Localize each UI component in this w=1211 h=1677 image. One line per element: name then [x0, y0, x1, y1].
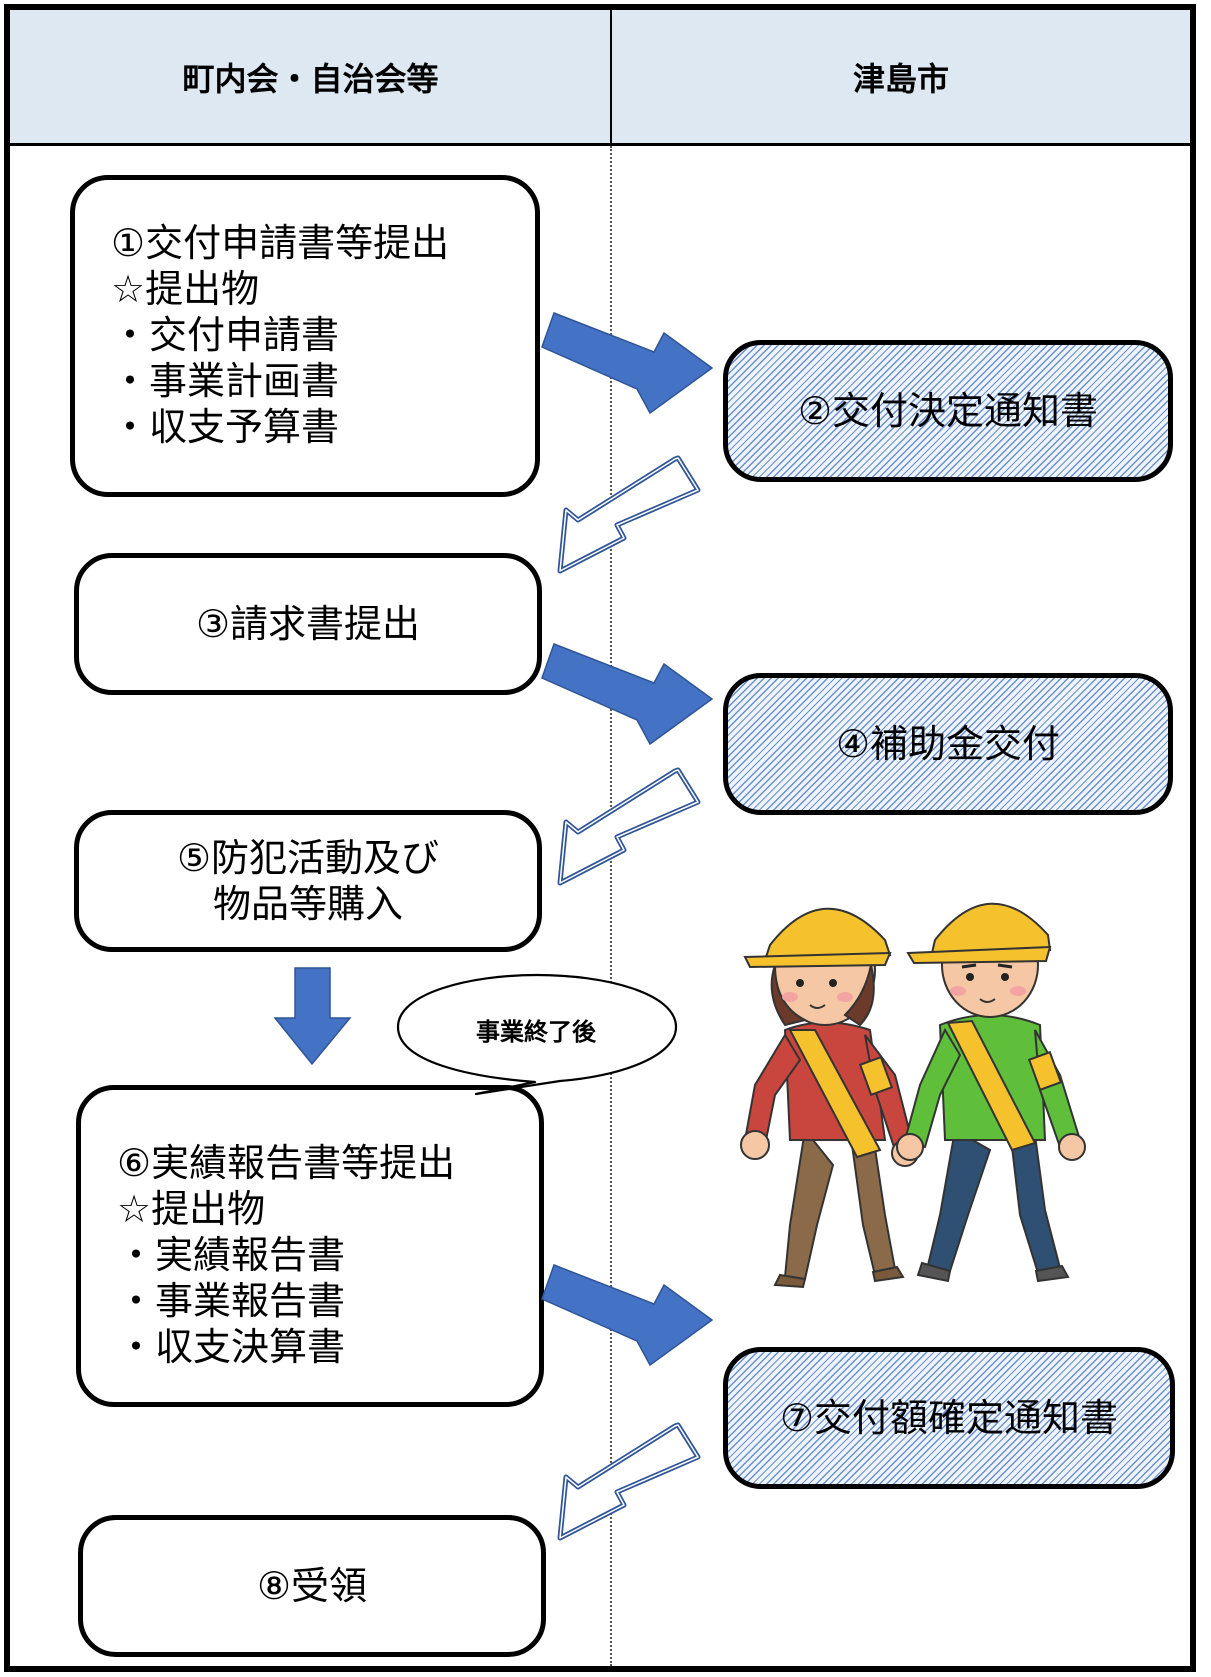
arrow-step5-to-step6 [273, 967, 352, 1066]
header-divider [610, 10, 612, 146]
step5-line2: 物品等購入 [212, 882, 403, 926]
step3-box: ③請求書提出 [74, 553, 542, 695]
callout-text: 事業終了後 [476, 1018, 596, 1046]
step8-label: ⑧受領 [256, 1564, 368, 1608]
patrol-woman-figure [740, 907, 919, 1289]
step4-label: ④補助金交付 [835, 722, 1061, 766]
step1-item: ・交付申請書 [111, 313, 340, 357]
arrow-step7-to-step8 [557, 1422, 701, 1541]
step1-sub: ☆提出物 [111, 267, 260, 311]
step6-box: ⑥実績報告書等提出 ☆提出物 ・実績報告書 ・事業報告書 ・収支決算書 [76, 1085, 544, 1407]
column-divider [610, 146, 612, 1666]
step6-item: ・実績報告書 [117, 1233, 346, 1277]
step6-item: ・収支決算書 [117, 1325, 346, 1369]
arrow-step4-to-step5 [557, 767, 701, 886]
arrow-step6-to-step7 [541, 1264, 714, 1367]
step1-item: ・事業計画書 [111, 359, 340, 403]
diagram-frame [4, 4, 1196, 1672]
step8-box: ⑧受領 [78, 1515, 546, 1657]
patrol-man-figure [896, 902, 1086, 1283]
callout-bubble [396, 973, 678, 1096]
step1-item: ・収支予算書 [111, 405, 340, 449]
step7-label: ⑦交付額確定通知書 [779, 1396, 1119, 1440]
step5-box: ⑤防犯活動及び 物品等購入 [74, 810, 542, 952]
step4-box: ④補助金交付 [723, 673, 1173, 815]
header-tsushima-city: 津島市 [852, 59, 949, 98]
step6-sub: ☆提出物 [117, 1187, 266, 1231]
step1-box: ①交付申請書等提出 ☆提出物 ・交付申請書 ・事業計画書 ・収支予算書 [70, 175, 540, 497]
step6-title: ⑥実績報告書等提出 [117, 1141, 456, 1185]
arrow-step3-to-step4 [541, 643, 714, 746]
step3-label: ③請求書提出 [195, 602, 421, 646]
header-neighborhood-association: 町内会・自治会等 [182, 59, 439, 98]
header-row: 町内会・自治会等 津島市 [10, 10, 1190, 146]
arrow-step2-to-step3 [557, 455, 701, 574]
step1-title: ①交付申請書等提出 [111, 221, 450, 265]
arrow-step1-to-step2 [541, 312, 714, 415]
step2-box: ②交付決定通知書 [723, 340, 1173, 482]
patrol-illustration [740, 902, 1086, 1289]
step6-item: ・事業報告書 [117, 1279, 346, 1323]
step5-line1: ⑤防犯活動及び [176, 836, 440, 880]
step7-box: ⑦交付額確定通知書 [723, 1347, 1175, 1489]
step2-label: ②交付決定通知書 [797, 389, 1099, 433]
